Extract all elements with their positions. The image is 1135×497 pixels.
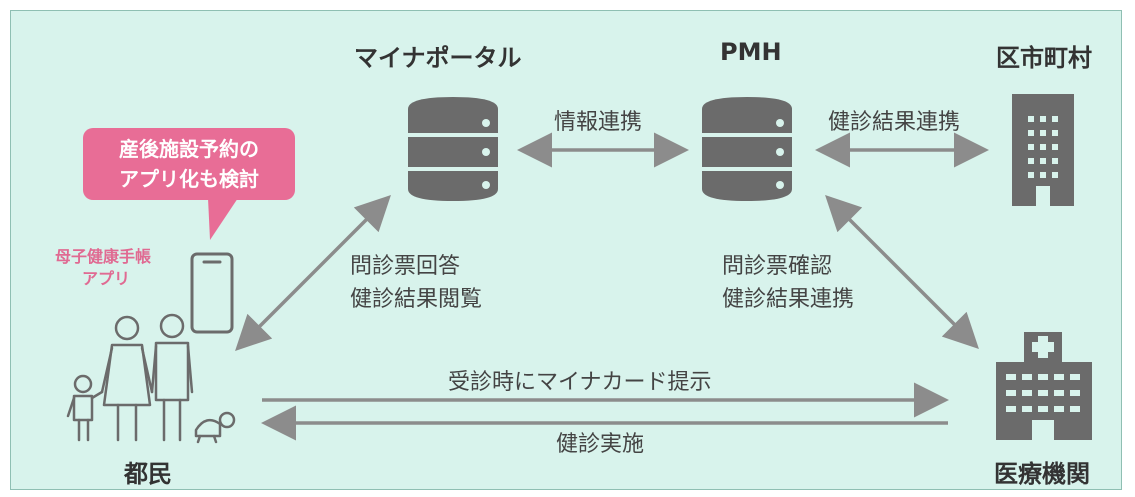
edge-label-exam-result-view: 健診結果閲覧 xyxy=(350,287,483,312)
callout-text: 産後施設予約の アプリ化も検討 xyxy=(83,134,295,194)
edge-label-questionnaire-confirm: 問診票確認 xyxy=(722,254,833,279)
node-label-pmh: PMH xyxy=(720,38,782,66)
arrow-pmh-medical xyxy=(825,195,979,349)
node-label-myna-portal: マイナポータル xyxy=(354,44,522,72)
callout-text-line2: アプリ化も検討 xyxy=(119,167,259,191)
callout-bubble xyxy=(83,128,295,200)
municipal-building-icon xyxy=(1012,94,1074,206)
edge-label-info-link: 情報連携 xyxy=(554,110,643,135)
edge-label-present-card: 受診時にマイナカード提示 xyxy=(448,370,712,395)
edge-label-questionnaire-answer: 問診票回答 xyxy=(350,254,461,279)
node-label-medical-institution: 医療機関 xyxy=(994,460,1090,488)
app-label-line2: アプリ xyxy=(82,269,131,288)
node-label-municipality: 区市町村 xyxy=(996,44,1092,72)
node-label-citizens: 都民 xyxy=(124,460,172,488)
hospital-icon xyxy=(996,332,1092,440)
arrow-portal-citizens xyxy=(235,195,391,351)
smartphone-icon xyxy=(190,252,234,334)
database-icon-pmh xyxy=(702,97,792,201)
family-icon xyxy=(66,313,236,444)
database-icon-myna-portal xyxy=(408,97,498,201)
callout-tail xyxy=(208,198,238,240)
edge-label-exam-conducted: 健診実施 xyxy=(556,432,645,457)
edge-label-exam-result-link-right: 健診結果連携 xyxy=(722,287,855,312)
app-label-line1: 母子健康手帳 xyxy=(55,247,152,266)
edge-label-exam-result-link-top: 健診結果連携 xyxy=(828,110,961,135)
callout-text-line1: 産後施設予約の xyxy=(119,137,259,161)
